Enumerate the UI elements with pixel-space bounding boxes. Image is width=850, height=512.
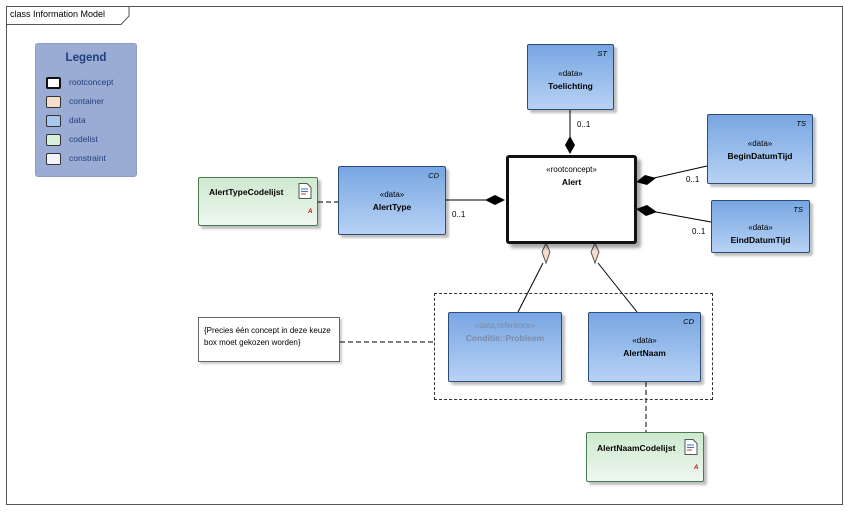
class-einddatumtijd[interactable]: TS «data» EindDatumTijd	[711, 200, 810, 253]
class-alertnaam[interactable]: CD «data» AlertNaam	[588, 312, 701, 382]
class-toelichting[interactable]: ST «data» Toelichting	[527, 44, 614, 110]
composition-diamond-icon	[636, 205, 657, 216]
legend-label: rootconcept	[69, 77, 114, 87]
class-name: Conditie::Probleem	[465, 333, 545, 343]
legend-title: Legend	[65, 52, 107, 64]
legend-swatch-rootconcept	[46, 77, 61, 89]
abstract-marker: A	[308, 209, 313, 215]
assoc-conditie	[517, 262, 544, 313]
class-stereotype: «data»	[632, 336, 657, 345]
multiplicity-begindatumtijd: 0..1	[686, 175, 700, 184]
codelist-name: AlertNaamCodelijst	[597, 443, 676, 453]
class-stereotype: «rootconcept»	[546, 165, 597, 174]
assoc-alertnaam	[597, 262, 638, 313]
legend-label: codelist	[69, 134, 98, 144]
codelist-alerttypecodelijst[interactable]: AlertTypeCodelijst A	[198, 177, 318, 226]
container-diamond-icon	[590, 241, 600, 265]
class-tag: CD	[683, 317, 694, 326]
assoc-begindatumtijd	[653, 165, 708, 179]
container-diamond-icon	[541, 241, 551, 265]
legend-swatch-data	[46, 115, 61, 127]
class-name: Alert	[561, 177, 582, 187]
enumeration-icon	[684, 439, 698, 455]
multiplicity-einddatumtijd: 0..1	[692, 227, 706, 236]
enumeration-icon	[298, 183, 312, 199]
composition-diamond-icon	[565, 136, 575, 154]
class-conditie-probleem[interactable]: «data,reference» Conditie::Probleem	[448, 312, 562, 382]
class-stereotype: «data»	[379, 190, 405, 199]
legend-label: data	[69, 115, 86, 125]
class-stereotype: «data»	[747, 139, 773, 148]
codelist-alertnaamcodelijst[interactable]: AlertNaamCodelijst A	[586, 432, 704, 482]
legend-label: constraint	[69, 153, 106, 163]
legend-label: container	[69, 96, 104, 106]
note-line-2: box moet gekozen worden}	[204, 338, 301, 347]
note-text: {Precies één concept in deze keuze box m…	[204, 325, 331, 349]
legend: Legend rootconcept container data codeli…	[35, 43, 137, 177]
class-stereotype: «data»	[748, 223, 773, 232]
class-name: Toelichting	[548, 81, 593, 91]
assoc-einddatumtijd	[655, 211, 712, 223]
composition-diamond-icon	[636, 175, 656, 185]
class-stereotype: «data»	[558, 69, 583, 78]
note-line-1: {Precies één concept in deze keuze	[204, 326, 331, 335]
class-name: AlertNaam	[623, 348, 666, 358]
constraint-note[interactable]: {Precies één concept in deze keuze box m…	[198, 317, 340, 362]
class-name: AlertType	[372, 202, 412, 212]
class-alerttype[interactable]: CD «data» AlertType	[338, 166, 446, 235]
legend-swatch-container	[46, 96, 61, 108]
class-name: EindDatumTijd	[730, 235, 791, 245]
multiplicity-toelichting: 0..1	[577, 120, 591, 129]
choice-box[interactable]	[434, 293, 713, 400]
class-alert[interactable]: «rootconcept» Alert	[506, 155, 637, 244]
class-tag: CD	[428, 171, 439, 180]
class-tag: ST	[597, 49, 607, 58]
composition-diamond-icon	[485, 195, 505, 205]
class-name: BeginDatumTijd	[727, 151, 793, 161]
frame-title: class Information Model	[10, 9, 106, 19]
class-tag: TS	[796, 119, 806, 128]
class-tag: TS	[793, 205, 803, 214]
legend-swatch-constraint	[46, 153, 61, 165]
class-begindatumtijd[interactable]: TS «data» BeginDatumTijd	[707, 114, 813, 184]
multiplicity-alerttype: 0..1	[452, 210, 466, 219]
legend-swatch-codelist	[46, 134, 61, 146]
codelist-name: AlertTypeCodelijst	[209, 187, 284, 197]
abstract-marker: A	[694, 465, 699, 471]
class-stereotype: «data,reference»	[474, 321, 536, 330]
diagram-frame	[6, 6, 843, 505]
